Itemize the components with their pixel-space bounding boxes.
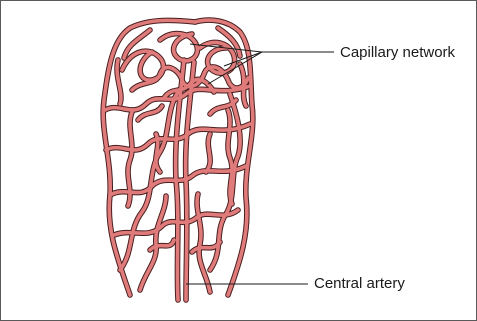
capillary-network-label: Capillary network bbox=[340, 45, 455, 60]
central-artery-label: Central artery bbox=[314, 276, 405, 291]
